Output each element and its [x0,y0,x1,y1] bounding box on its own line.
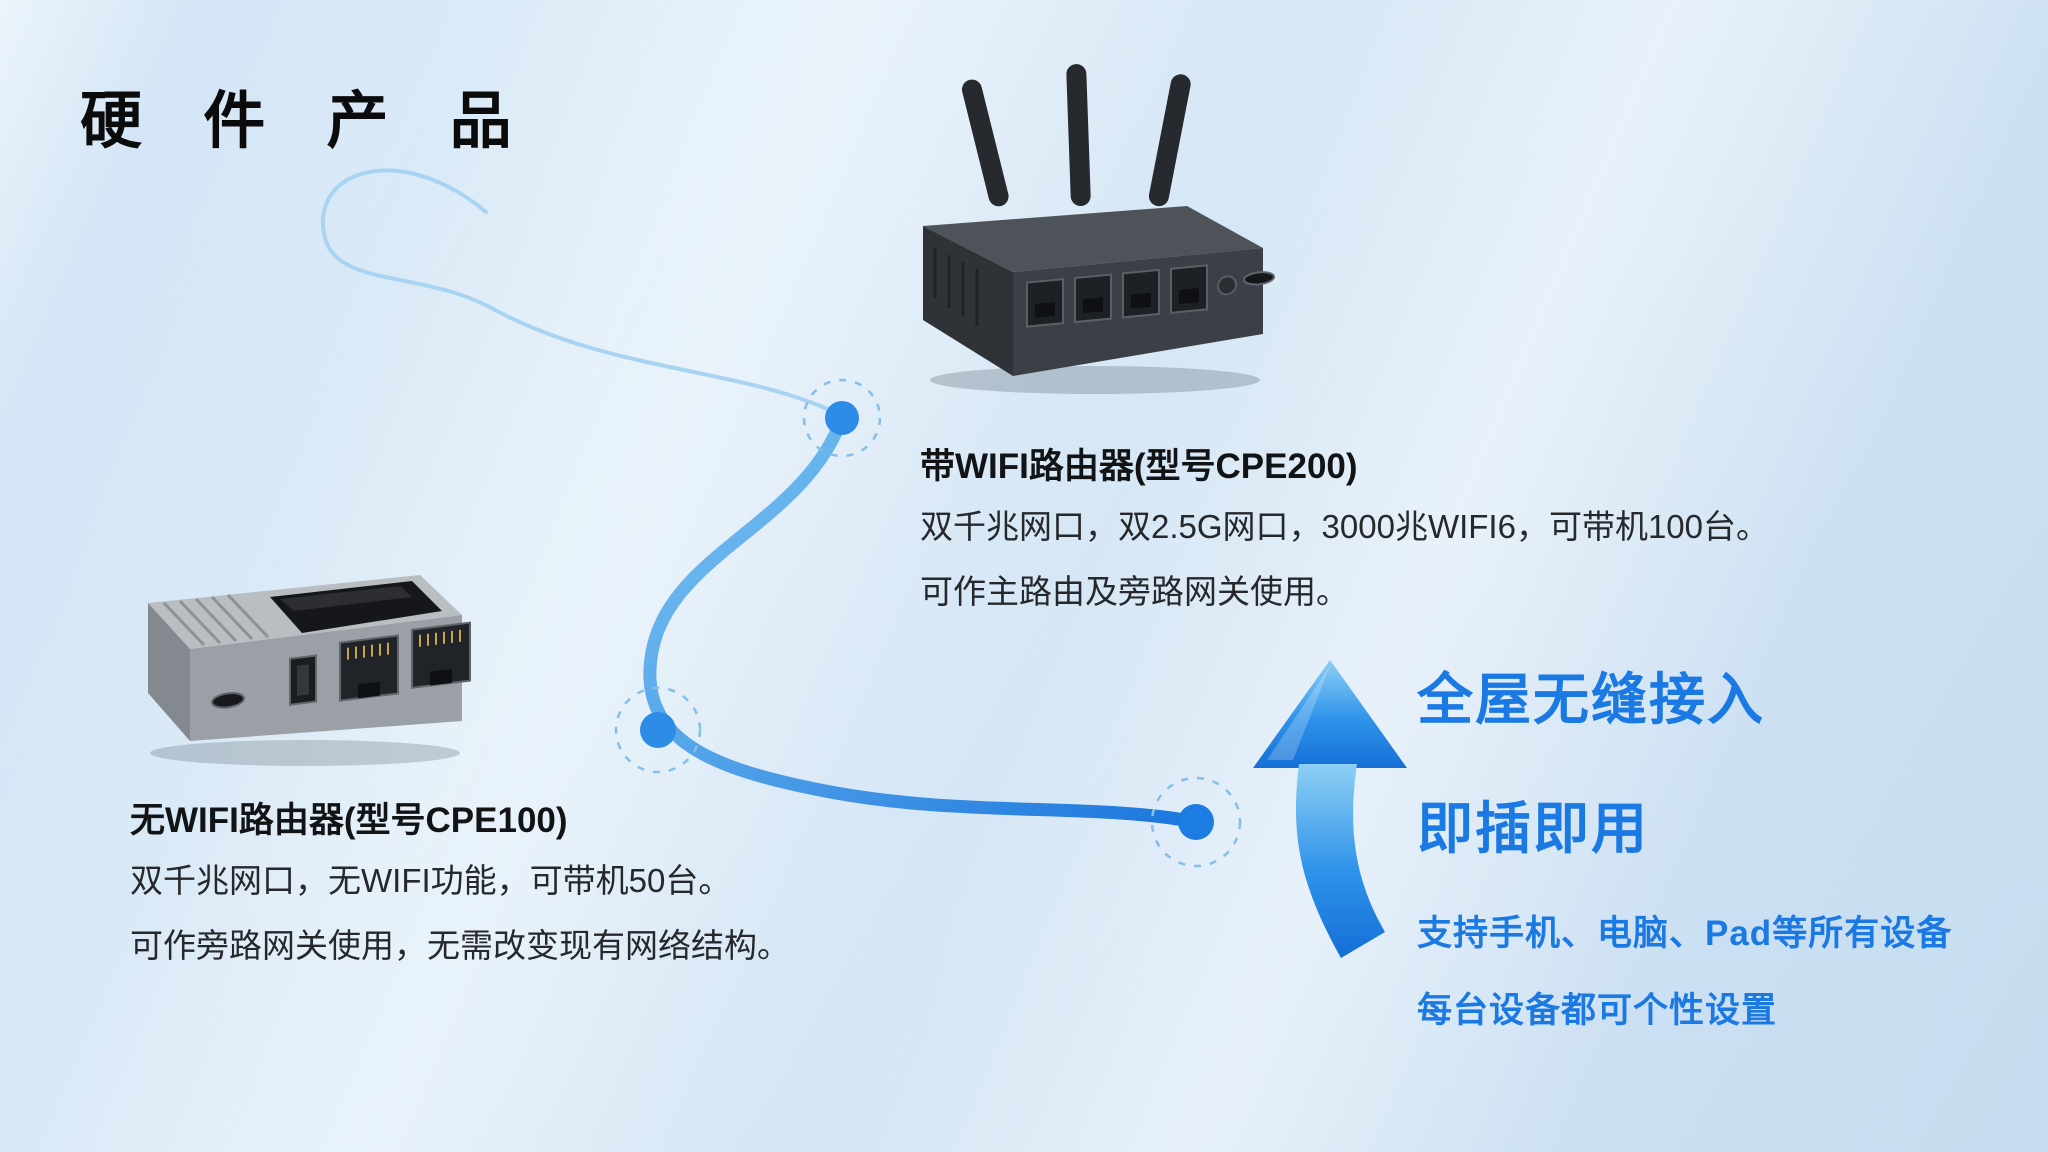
cpe200-description-block: 带WIFI路由器(型号CPE200) 双千兆网口，双2.5G网口，3000兆WI… [920,438,1900,634]
cpe100-usbc-port [211,692,245,709]
cpe100-spec-line: 双千兆网口，无WIFI功能，可带机50台。 [130,862,732,899]
cpe100-front-ports [211,621,471,709]
decorative-swirl-line [321,168,836,414]
cpe200-front-ports [1026,264,1275,328]
benefit-point-2: 每台设备都可个性设置 [1417,991,1778,1030]
cpe200-shadow [930,366,1260,394]
cpe200-antennas [961,64,1191,207]
cpe200-name: 带WIFI路由器(型号CPE200) [920,447,1358,486]
cpe200-usbc-port [1243,271,1275,286]
cpe100-top-screen [270,581,442,633]
cpe200-spec-line: 双千兆网口，双2.5G网口，3000兆WIFI6，可带机100台。 [920,508,1770,545]
benefits-block: 全屋无缝接入 即插即用 支持手机、电脑、Pad等所有设备 每台设备都可个性设置 [1417,655,2017,1059]
cpe100-name: 无WIFI路由器(型号CPE100) [130,801,568,840]
cpe100-shadow [150,740,460,766]
cpe100-usage-line: 可作旁路网关使用，无需改变现有网络结构。 [130,926,790,964]
cpe100-router-image [148,575,471,766]
up-arrow-icon [1253,660,1407,958]
page-title: 硬 件 产 品 [80,87,534,156]
cpe100-rj45-ports [339,621,471,702]
cpe200-router-image [923,64,1275,394]
cpe200-reset-button [1217,275,1237,296]
cpe100-description-block: 无WIFI路由器(型号CPE100) 双千兆网口，无WIFI功能，可带机50台。… [130,792,990,988]
benefit-headline-1: 全屋无缝接入 [1417,668,1765,731]
cpe200-usage-line: 可作主路由及旁路网关使用。 [920,572,1349,610]
benefit-headline-2: 即插即用 [1417,797,1649,860]
benefit-point-1: 支持手机、电脑、Pad等所有设备 [1417,914,1953,953]
